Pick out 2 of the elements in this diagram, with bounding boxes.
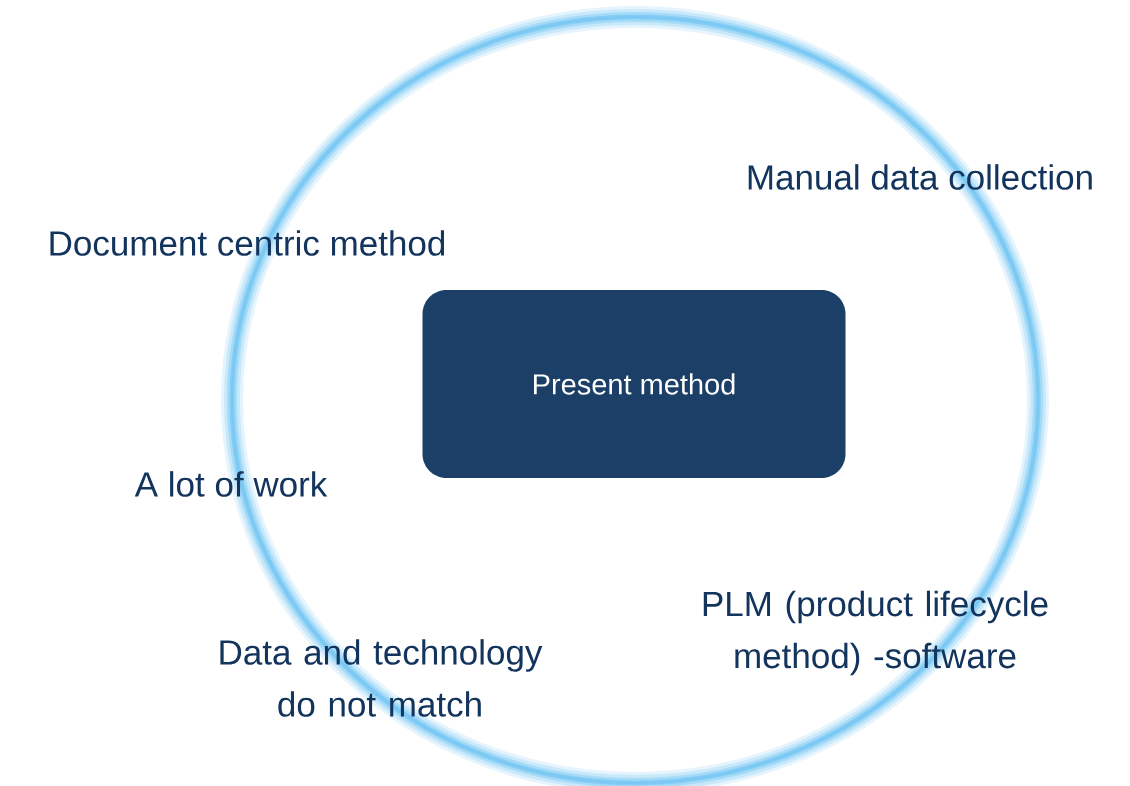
annotation-text: Data and technology do not match (220, 639, 543, 717)
process-box: Present method (422, 290, 846, 478)
